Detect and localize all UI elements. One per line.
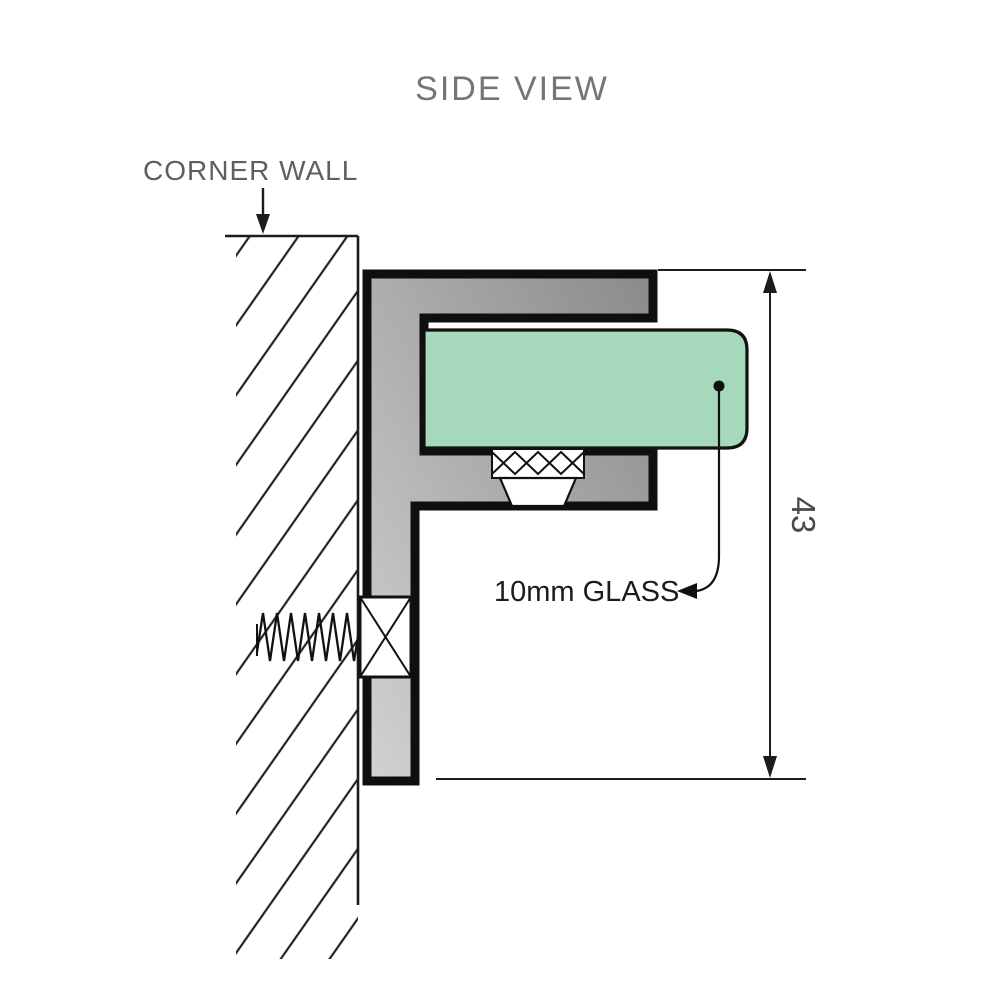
page-title: SIDE VIEW bbox=[415, 70, 609, 108]
grub-screw-tip bbox=[498, 476, 578, 508]
screw-threads bbox=[255, 612, 363, 662]
fixing-screw bbox=[255, 595, 413, 679]
glass-label: 10mm GLASS bbox=[494, 576, 679, 608]
grub-screw bbox=[491, 448, 585, 508]
screw-head-cross-line bbox=[359, 596, 412, 678]
corner-wall-label: CORNER WALL bbox=[143, 155, 358, 186]
corner-wall-annotation: CORNER WALL bbox=[143, 155, 358, 234]
wall-hatching bbox=[236, 237, 358, 959]
grub-screw-thread-line bbox=[491, 450, 585, 476]
dimension-arrowhead-bottom-icon bbox=[763, 756, 777, 778]
glass-annotation: 10mm GLASS bbox=[494, 380, 725, 608]
glass-leader-arrowhead-icon bbox=[677, 583, 697, 599]
wall bbox=[225, 234, 360, 959]
dimension-arrowhead-top-icon bbox=[763, 271, 777, 293]
glass-leader-dot bbox=[713, 380, 725, 392]
glass-leader-line bbox=[695, 390, 721, 593]
corner-wall-arrowhead-icon bbox=[256, 214, 270, 234]
dimension-43: 43 bbox=[436, 269, 822, 780]
glass-panel bbox=[422, 328, 749, 450]
grub-screw-thread-line bbox=[491, 450, 585, 476]
dimension-value: 43 bbox=[785, 497, 822, 534]
bracket-profile bbox=[362, 269, 658, 786]
